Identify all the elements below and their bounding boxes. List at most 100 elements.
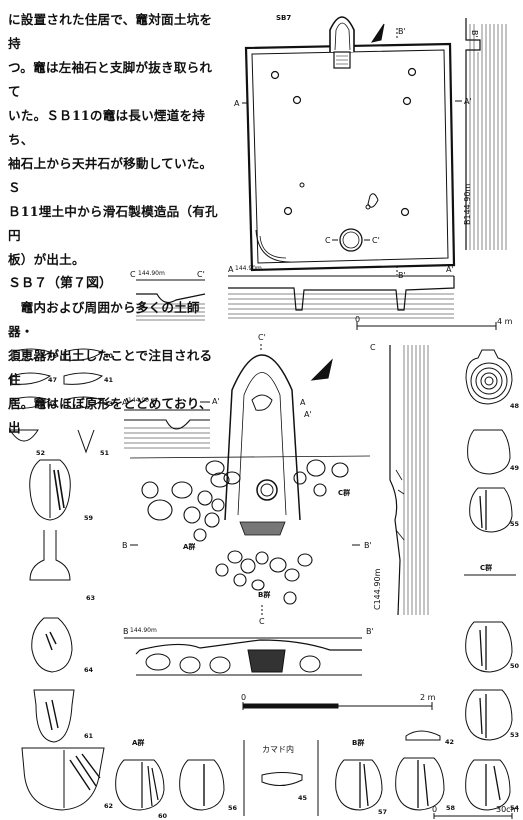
section-heading: ＳＢ７（第７図） [8,276,113,291]
svg-text:C': C' [197,270,205,279]
svg-text:C144.90m: C144.90m [373,568,382,610]
svg-text:30cm: 30cm [496,805,519,814]
text-line: つ。竈は左袖石と支脚が抜き取られて [8,60,213,99]
section-a: A 144.90m A' B' [228,265,455,319]
section-b-vertical: B' B144.90m [463,18,507,250]
pottery-bottom: A群 カマド内 B群 [115,730,511,816]
kamado [329,16,355,52]
svg-text:56: 56 [228,804,238,812]
svg-text:C群: C群 [338,488,350,497]
post-hole [402,96,412,106]
post-hole [270,70,280,80]
svg-text:55: 55 [510,520,520,528]
svg-text:B群: B群 [258,590,270,599]
svg-text:45: 45 [298,794,308,802]
svg-text:A: A [228,265,234,274]
svg-text:49: 49 [510,464,520,472]
text-line: いた。ＳＢ11の竈は長い煙道を持ち、 [8,108,206,147]
svg-text:0: 0 [355,315,360,324]
svg-text:C': C' [258,333,266,342]
svg-text:63: 63 [86,594,95,602]
scale-bar: 0 30cm [432,805,519,819]
section-c: C 144.90m C' [130,270,206,321]
pottery-cluster-b [215,550,313,605]
svg-text:B': B' [398,27,406,36]
house-label: SB7 [276,14,291,22]
pit [339,228,363,252]
artifact-numbers-left: 46 40 47 41 44 43 52 51 59 63 64 61 62 [36,352,114,810]
artifact-numbers-bottom: 60 56 45 57 58 54 42 [158,738,520,820]
pottery-cluster-a [141,460,241,542]
svg-text:144.90m: 144.90m [235,265,262,272]
svg-text:47: 47 [48,376,57,384]
text-line: 板）が出土。 [8,252,85,267]
svg-text:41: 41 [104,376,114,384]
svg-text:4 m: 4 m [497,317,513,326]
section-c-vertical: C144.90m [373,345,429,616]
svg-text:B144.90m: B144.90m [463,184,472,225]
pottery-left [9,348,105,811]
svg-text:B: B [122,541,128,550]
post-hole [292,95,302,105]
svg-text:42: 42 [445,738,454,746]
svg-text:0: 0 [241,693,246,702]
text-line: Ｂ11埋土中から滑石製模造品（有孔円 [8,204,218,243]
text-line: 須恵器が出土したことで注目される住 [8,348,213,387]
svg-text:61: 61 [84,732,94,740]
svg-text:43: 43 [104,400,113,408]
svg-text:58: 58 [446,804,456,812]
north-arrow-icon [310,358,333,381]
svg-text:A': A' [304,410,312,419]
svg-text:0: 0 [432,805,437,814]
svg-text:48: 48 [510,402,520,410]
post-hole [400,207,410,217]
svg-text:A: A [300,398,306,407]
svg-text:A': A' [464,97,472,106]
kamado-plan: C' C A 144.90 m A' A A' B B' [122,333,376,626]
text-line: 袖石上から天井石が移動していた。Ｓ [8,156,213,195]
svg-text:144.90 m: 144.90 m [128,397,157,404]
north-arrow-icon [370,23,385,43]
house-plan: SB7 B' A A' C C' [234,14,472,275]
svg-text:44: 44 [48,400,58,408]
svg-text:B群: B群 [352,738,364,747]
post-hole [407,67,417,77]
svg-text:B': B' [364,541,372,550]
svg-text:60: 60 [158,812,168,820]
svg-text:53: 53 [510,731,519,739]
house-outline [244,42,456,272]
section-b-long: B 144.90m B' [123,627,374,676]
svg-text:144.90m: 144.90m [138,270,165,277]
svg-text:57: 57 [378,808,387,816]
kamado-outline [224,354,301,521]
svg-text:A': A' [446,265,454,274]
svg-text:A: A [234,99,240,108]
text-line: に設置された住居で、竈対面土坑を持 [8,12,213,51]
svg-text:59: 59 [84,514,94,522]
svg-text:A群: A群 [132,738,144,747]
svg-text:A': A' [212,397,220,406]
scale-bar: 0 2 m [241,693,436,710]
svg-text:54: 54 [510,804,520,812]
svg-text:40: 40 [104,352,114,360]
svg-text:52: 52 [36,449,45,457]
svg-text:C: C [130,270,136,279]
svg-text:2 m: 2 m [420,693,436,702]
svg-text:144.90m: 144.90m [130,627,157,634]
svg-text:C: C [325,236,331,245]
pottery-cluster-c [293,459,349,497]
pottery-right: C群 [464,349,516,741]
scale-bar: 0 4 m [355,315,513,330]
svg-text:カマド内: カマド内 [262,744,294,754]
svg-text:A群: A群 [183,542,195,551]
svg-text:B: B [123,627,129,636]
svg-text:46: 46 [48,352,58,360]
svg-text:C': C' [372,236,380,245]
svg-text:50: 50 [510,662,520,670]
svg-text:B': B' [366,627,374,636]
svg-text:C: C [259,617,265,626]
svg-text:64: 64 [84,666,94,674]
svg-text:C群: C群 [480,563,492,572]
svg-text:62: 62 [104,802,113,810]
